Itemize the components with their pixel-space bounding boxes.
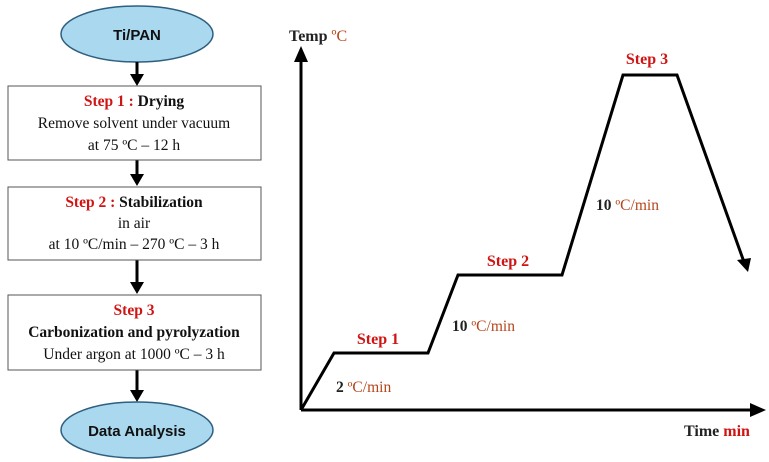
step1-head: Step 1 : <box>84 93 134 110</box>
svg-text:10 ºC/min: 10 ºC/min <box>596 197 659 214</box>
profile-step1-label: Step 1 <box>357 331 399 348</box>
rate3-value: 10 <box>596 197 612 214</box>
start-node: Ti/PAN <box>60 5 214 63</box>
end-label: Data Analysis <box>88 423 186 440</box>
step2-head: Step 2 : <box>65 194 115 211</box>
profile-step3-label: Step 3 <box>626 51 668 68</box>
rate3-unit: ºC/min <box>615 197 659 214</box>
step2-line2: at 10 ºC/min – 270 ºC – 3 h <box>49 236 220 253</box>
profile-step2-label: Step 2 <box>487 253 529 270</box>
rate1-value: 2 <box>336 379 344 396</box>
x-axis-label: Time <box>684 423 719 440</box>
step3-line1: Under argon at 1000 ºC – 3 h <box>43 346 225 363</box>
temperature-profile: Temp ºC Time min Step 1 Step 2 Step 3 2 … <box>289 28 766 440</box>
svg-text:Step 1 : Drying: Step 1 : Drying <box>84 93 185 110</box>
x-axis-arrowhead <box>750 403 766 417</box>
rate1-unit: ºC/min <box>348 379 392 396</box>
step3-title: Carbonization and pyrolyzation <box>28 324 240 341</box>
step1-title: Drying <box>138 93 185 110</box>
end-node: Data Analysis <box>60 401 214 459</box>
x-axis-unit: min <box>723 423 750 440</box>
step1-box: Step 1 : Drying Remove solvent under vac… <box>7 85 262 161</box>
step3-box: Step 3 Carbonization and pyrolyzation Un… <box>7 294 262 371</box>
step1-line1: Remove solvent under vacuum <box>38 115 230 132</box>
rate2-unit: ºC/min <box>471 318 515 335</box>
step3-head: Step 3 <box>114 302 155 319</box>
svg-text:Temp ºC: Temp ºC <box>289 28 347 45</box>
step2-box: Step 2 : Stabilization in air at 10 ºC/m… <box>7 186 262 261</box>
start-label: Ti/PAN <box>113 27 161 44</box>
svg-text:Step 2 : Stabilization: Step 2 : Stabilization <box>65 194 203 211</box>
y-axis-unit: ºC <box>332 28 348 45</box>
rate2-value: 10 <box>452 318 468 335</box>
temperature-curve <box>299 73 746 411</box>
svg-text:2 ºC/min: 2 ºC/min <box>336 379 391 396</box>
curve-arrowhead <box>737 258 751 272</box>
step2-title: Stabilization <box>119 194 203 211</box>
y-axis-arrowhead <box>294 46 308 62</box>
step2-line1: in air <box>118 215 151 232</box>
flowchart: Ti/PAN Step 1 : Drying Remove solvent un… <box>7 5 262 459</box>
svg-text:Time min: Time min <box>684 423 750 440</box>
y-axis-label: Temp <box>289 28 328 45</box>
step1-line2: at 75 ºC – 12 h <box>88 137 180 154</box>
svg-text:10 ºC/min: 10 ºC/min <box>452 318 515 335</box>
flow-arrowheads <box>130 74 144 402</box>
